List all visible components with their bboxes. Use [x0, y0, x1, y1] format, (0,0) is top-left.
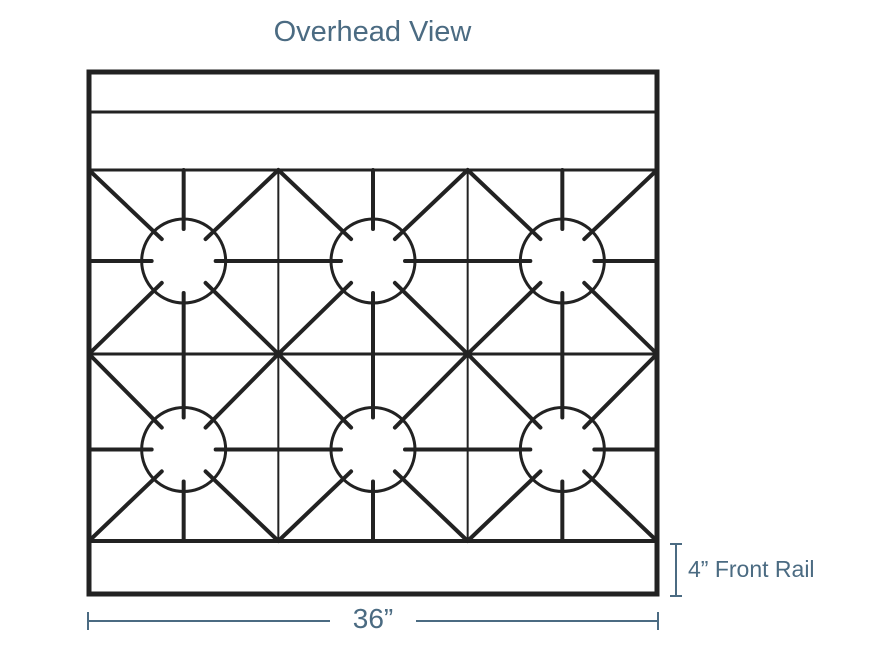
overhead-view-title: Overhead View	[273, 16, 472, 48]
grate-diagonal-r2c1	[87, 469, 164, 543]
grate-diagonal-r2c1	[203, 469, 281, 543]
grate-diagonal-r2c1	[87, 352, 164, 430]
grate-diagonal-r1c1	[203, 168, 281, 242]
grate-diagonal-r1c1	[203, 280, 281, 356]
grate-diagonal-r1c1	[87, 280, 164, 356]
grate-diagonal-r1c3	[582, 168, 659, 242]
grate-diagonal-r2c3	[465, 352, 543, 430]
grate-diagonal-r1c3	[465, 280, 543, 356]
grate-diagonal-r1c2	[276, 280, 354, 356]
burner-grates	[87, 168, 659, 543]
front-rail-label: 4” Front Rail	[688, 556, 815, 582]
grate-diagonal-r1c1	[87, 168, 164, 242]
grate-diagonal-r2c2	[392, 352, 470, 430]
grate-diagonal-r1c2	[392, 280, 470, 356]
grate-diagonal-r2c3	[582, 469, 659, 543]
grate-diagonal-r1c3	[465, 168, 543, 242]
width-dimension-label: 36”	[330, 603, 416, 635]
grate-diagonal-r2c3	[582, 352, 659, 430]
grate-diagonal-r2c1	[203, 352, 281, 430]
grate-diagonal-r1c2	[276, 168, 354, 242]
rail-dimension	[670, 543, 682, 597]
range-frame	[86, 69, 660, 597]
grate-diagonal-r1c3	[582, 280, 659, 356]
grate-diagonal-r2c2	[276, 469, 354, 543]
grate-diagonal-r2c2	[276, 352, 354, 430]
grate-diagonal-r2c2	[392, 469, 470, 543]
grate-diagonal-r2c3	[465, 469, 543, 543]
grate-diagonal-r1c2	[392, 168, 470, 242]
